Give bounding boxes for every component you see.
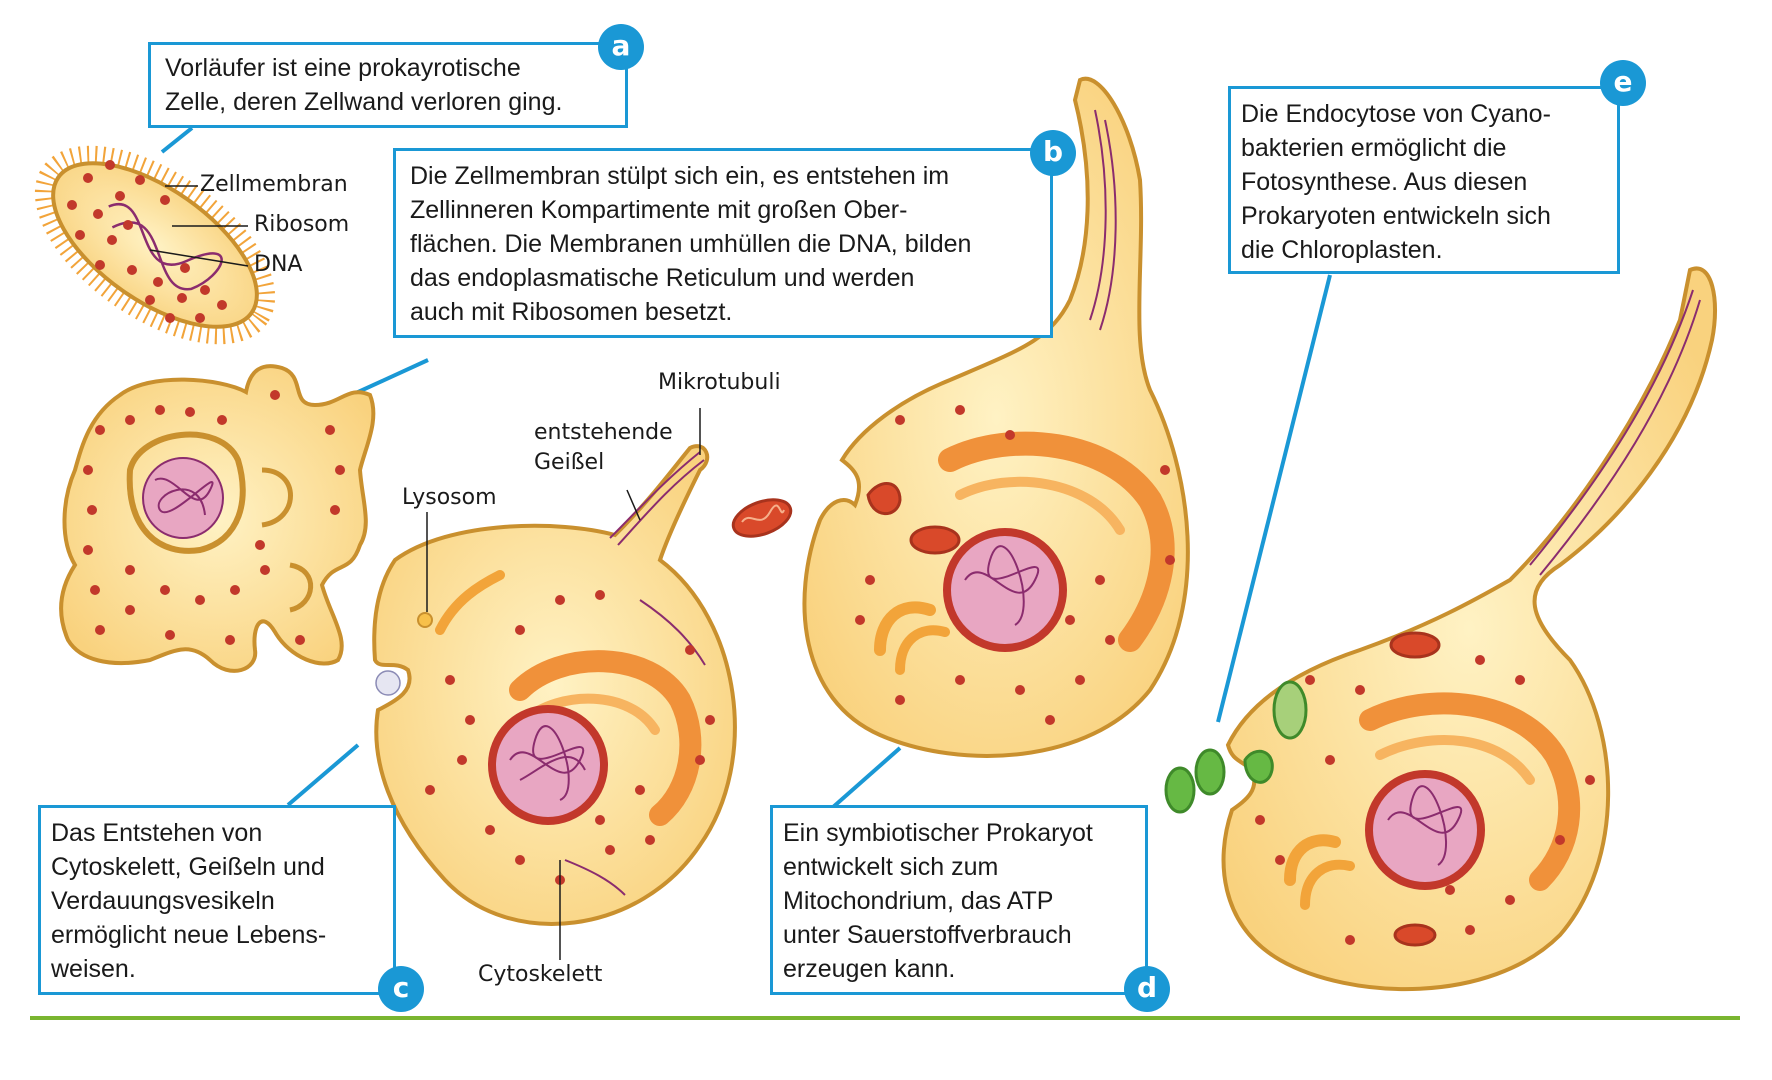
box-e-line-3: Fotosynthese. Aus diesen [1241,168,1528,196]
box-b-line-2: Zellinneren Kompartimente mit großen Obe… [410,196,908,224]
infolding-nuclear-fold [126,431,246,554]
connector-c [286,743,360,807]
connector-a [160,126,194,154]
box-d: Ein symbiotischer Prokaryot entwickelt s… [770,805,1148,995]
mitochondrial-cell [802,76,1190,758]
flagellate-er-small [435,570,505,635]
plant-ribosomes [1255,655,1595,945]
box-b-line-5: auch mit Ribosomen besetzt. [410,298,733,326]
box-e-line-1: Die Endocytose von Cyano- [1241,100,1551,128]
box-c-line-3: Verdauungsvesikeln [51,887,275,915]
mitochondrial-membrane [802,76,1190,758]
box-b-line-1: Die Zellmembran stülpt sich ein, es ents… [410,162,950,190]
box-e-line-2: bakterien ermöglicht die [1241,134,1507,162]
label-geissel: Geißel [534,450,605,475]
box-c: Das Entstehen von Cytoskelett, Geißeln u… [38,805,396,995]
plant-nucleus [1365,770,1485,890]
food-vesicle [375,670,401,696]
mitochondrial-nucleus [943,528,1067,652]
free-mitochondrion [731,498,793,538]
box-e-line-5: die Chloroplasten. [1241,236,1443,264]
badge-d: d [1124,966,1170,1012]
mitochondrial-ribosomes [855,405,1175,725]
badge-a: a [598,24,644,70]
box-e-line-4: Prokaryoten entwickeln sich [1241,202,1551,230]
label-mikrotubuli: Mikrotubuli [658,370,781,395]
prokaryote-pointers [149,185,249,267]
box-e: Die Endocytose von Cyano- bakterien ermö… [1228,86,1620,274]
prokaryote-ribosomes [67,160,227,323]
chloroplast-2 [1194,748,1226,796]
plant-flagellum [1529,289,1694,566]
box-d-line-2: entwickelt sich zum [783,853,999,881]
box-b: Die Zellmembran stülpt sich ein, es ents… [393,148,1053,338]
flagellate-cell [372,408,737,960]
box-a: Vorläufer ist eine prokayrotische Zelle,… [148,42,628,128]
connector-e [1216,274,1332,723]
prokaryote-cell [34,145,276,345]
connector-d [830,746,902,810]
prokaryote-pili [34,145,276,345]
plant-golgi [1284,834,1341,886]
label-cytoskelett: Cytoskelett [478,962,603,987]
engulfed-mitochondrion [866,482,902,516]
infolding-invagination-2 [289,562,314,613]
badge-e: e [1600,60,1646,106]
infolding-cell [59,364,376,673]
infolding-ribosomes [83,390,345,645]
label-entstehende: entstehende [534,420,673,445]
infolding-invagination-1 [261,467,293,528]
plant-membrane [1221,266,1718,992]
internal-mitochondrion [909,525,961,555]
mitochondrial-flagellum [1089,109,1107,321]
lysosome [417,612,433,628]
box-d-line-3: Mitochondrium, das ATP [783,887,1054,915]
box-c-line-4: ermöglicht neue Lebens- [51,921,327,949]
label-dna: DNA [254,252,303,277]
chloroplast-1 [1164,766,1196,814]
plant-mitochondrion-1 [1389,631,1441,659]
box-a-line-1: Vorläufer ist eine prokayrotische [165,54,521,82]
box-b-line-4: das endoplasmatische Reticulum und werde… [410,264,915,292]
label-zellmembran: Zellmembran [200,172,348,197]
infolding-dna [142,457,224,539]
box-c-line-5: weisen. [51,955,136,983]
engulfed-chloroplast [1243,749,1274,784]
box-d-line-5: erzeugen kann. [783,955,956,983]
flagellate-pointers [426,408,701,960]
plant-mitochondrion-2 [1393,923,1437,947]
box-b-line-3: flächen. Die Membranen umhüllen die DNA,… [410,230,972,258]
box-a-line-2: Zelle, deren Zellwand verloren ging. [165,88,563,116]
box-d-line-1: Ein symbiotischer Prokaryot [783,819,1093,847]
label-ribosom: Ribosom [254,212,350,237]
badge-b: b [1030,130,1076,176]
mitochondrial-er [938,431,1175,652]
box-d-line-4: unter Sauerstoffverbrauch [783,921,1072,949]
label-lysosom: Lysosom [402,485,497,510]
flagellate-ribosomes [425,590,715,885]
mitochondrial-golgi [874,601,936,656]
free-chloroplasts [1164,748,1226,814]
flagellate-microtubules [609,451,701,539]
box-c-line-2: Cytoskelett, Geißeln und [51,853,325,881]
badge-c: c [378,966,424,1012]
plant-precursor-cell [1221,266,1718,992]
box-c-line-1: Das Entstehen von [51,819,263,847]
internal-chloroplast [1272,680,1308,740]
flagellate-er [509,650,702,826]
